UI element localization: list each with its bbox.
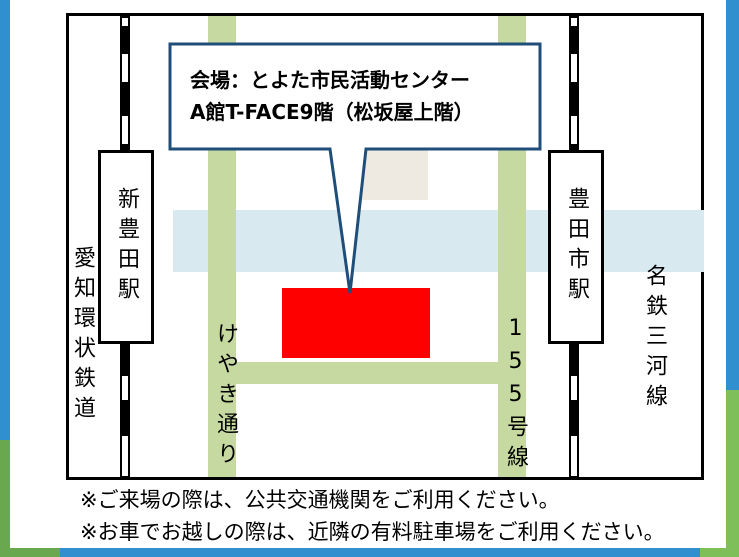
station-toyotashi: 豊田市駅 [548, 150, 604, 344]
callout-balloon [168, 42, 542, 294]
station-shin-toyota: 新豊田駅 [98, 150, 154, 344]
venue-callout [168, 42, 542, 294]
venue-name: 会場：とよた市民活動センター [190, 68, 470, 92]
note-public-transport: ※ご来場の際は、公共交通機関をご利用ください。 [80, 488, 560, 512]
line-label-aichi-loop: 愛知環状鉄道 [70, 246, 95, 426]
venue-building [282, 288, 430, 358]
map-card: 新豊田駅 豊田市駅 愛知環状鉄道 名鉄三河線 けやき通り 155号線 会場：とよ… [10, 0, 726, 548]
road-label-155: 155号線 [503, 316, 528, 475]
station-toyotashi-label: 豊田市駅 [564, 187, 589, 307]
cross-street [236, 362, 498, 384]
river [173, 210, 704, 272]
venue-floor: A館T-FACE9階（松坂屋上階） [190, 100, 474, 124]
line-label-meitetsu: 名鉄三河線 [642, 264, 667, 414]
station-shin-toyota-label: 新豊田駅 [114, 187, 139, 307]
road-label-keyaki: けやき通り [213, 322, 238, 472]
note-parking: ※お車でお越しの際は、近隣の有料駐車場をご利用ください。 [80, 520, 665, 544]
